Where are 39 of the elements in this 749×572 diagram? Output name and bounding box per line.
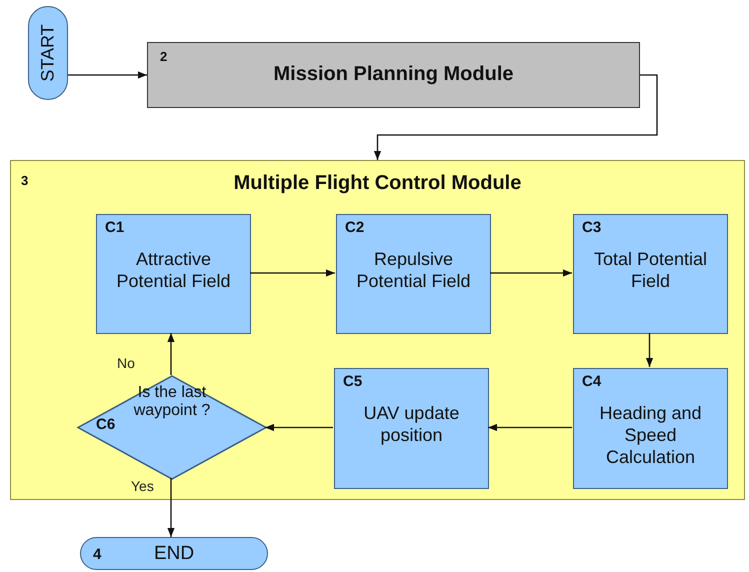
edge-label: No — [115, 355, 137, 371]
edge-label: Yes — [129, 478, 156, 494]
step-number: 2 — [160, 49, 168, 64]
terminator — [80, 537, 268, 570]
step-label: Mission Planning Module — [272, 62, 514, 86]
step-label: Multiple Flight Control Module — [232, 171, 522, 196]
module-box — [147, 42, 640, 108]
step-label: Repulsive Potential Field — [355, 249, 472, 293]
arrow — [167, 478, 175, 537]
arrow — [265, 424, 333, 432]
arrow — [646, 333, 654, 367]
terminator — [28, 6, 68, 100]
step-label: END — [152, 542, 196, 566]
terminator-label: START — [38, 24, 58, 82]
arrow — [490, 269, 572, 277]
arrow — [68, 71, 147, 79]
arrow — [167, 333, 175, 375]
step-number: C6 — [96, 416, 116, 433]
step-number: C3 — [582, 219, 602, 236]
arrow — [374, 74, 658, 160]
step-label: Is the last waypoint ? — [132, 384, 212, 420]
module-panel — [10, 160, 745, 500]
arrow — [488, 424, 572, 432]
process-box — [573, 214, 728, 334]
arrow — [250, 269, 335, 277]
step-label: UAV update position — [362, 403, 460, 447]
step-label: Total Potential Field — [592, 249, 708, 293]
step-number: C4 — [582, 373, 602, 390]
process-box — [336, 214, 491, 334]
step-number: C2 — [345, 219, 364, 236]
step-number: C1 — [105, 219, 124, 236]
process-box — [573, 368, 728, 489]
step-label: Attractive Potential Field — [115, 249, 232, 293]
process-box — [96, 214, 251, 334]
process-box — [334, 368, 489, 489]
step-number: 4 — [93, 546, 102, 563]
step-number: C5 — [343, 373, 362, 390]
step-number: 3 — [21, 173, 28, 188]
step-label: Heading and Speed Calculation — [598, 403, 703, 469]
